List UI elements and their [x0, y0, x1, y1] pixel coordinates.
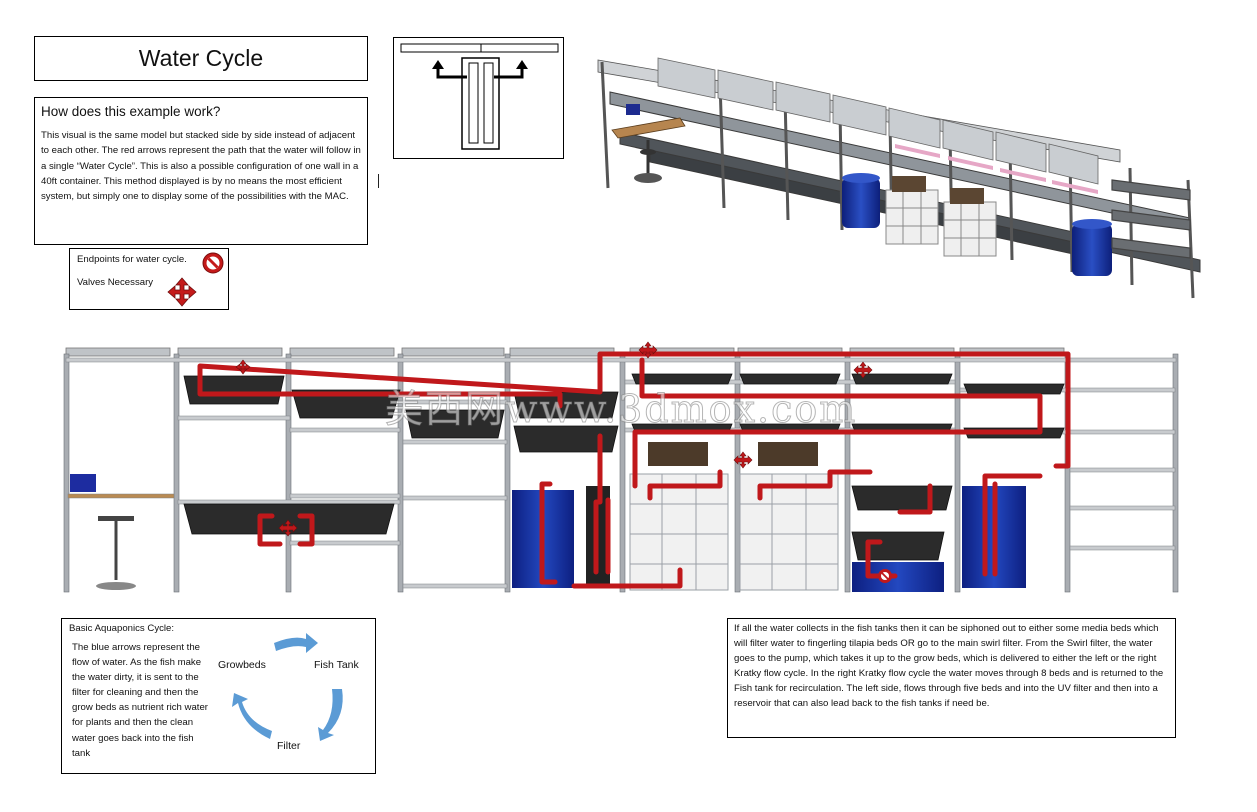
explanation-heading: How does this example work? [41, 104, 221, 119]
explanation-text: This visual is the same model but stacke… [41, 130, 361, 203]
pipe-detail-box [393, 37, 564, 159]
cycle-label-growbeds: Growbeds [218, 659, 266, 671]
explanation-box: How does this example work? This visual … [34, 97, 368, 245]
tee-fitting-diagram [400, 43, 559, 150]
cycle-arrow-to-growbeds [232, 693, 272, 739]
cycle-arrow-to-filter [318, 689, 343, 741]
four-way-arrow-icon [167, 277, 197, 307]
flow-description-box: If all the water collects in the fish ta… [727, 618, 1176, 738]
front-elevation-flow-diagram [63, 341, 1179, 593]
title-box: Water Cycle [34, 36, 368, 81]
text-cursor [378, 174, 379, 188]
isometric-system-view [597, 57, 1201, 299]
aquaponics-title: Basic Aquaponics Cycle: [69, 623, 175, 634]
legend-box: Endpoints for water cycle. Valves Necess… [69, 248, 229, 310]
cycle-arrows [232, 633, 343, 741]
aquaponics-cycle-box: Basic Aquaponics Cycle: The blue arrows … [61, 618, 376, 774]
legend-valves-label: Valves Necessary [77, 277, 154, 288]
flow-description-text: If all the water collects in the fish ta… [734, 623, 1164, 709]
no-entry-icon [202, 252, 224, 274]
aquaponics-text: The blue arrows represent the flow of wa… [72, 642, 208, 759]
page-title: Water Cycle [138, 45, 264, 71]
cycle-arrow-to-fish-tank [274, 633, 318, 653]
cycle-label-fish-tank: Fish Tank [314, 659, 359, 671]
cycle-label-filter: Filter [277, 740, 301, 752]
legend-endpoints-label: Endpoints for water cycle. [77, 254, 187, 265]
watermark-text: 美西网www.3dmox.com [384, 387, 858, 432]
